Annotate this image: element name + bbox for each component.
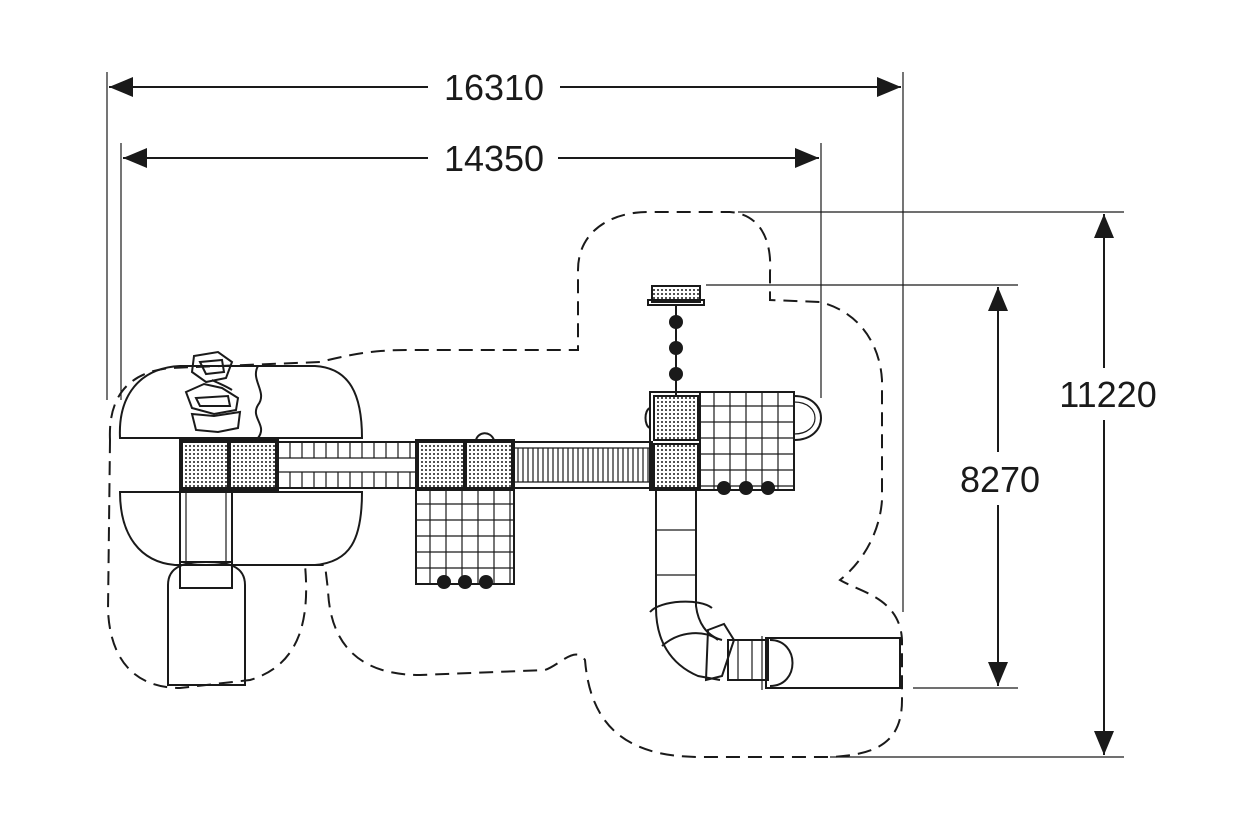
inner-depth-label: 8270 [960, 459, 1040, 500]
deck-tile [417, 441, 465, 489]
side-hoop [793, 395, 822, 441]
dimension-overall-depth: 11220 [738, 211, 1157, 758]
inner-width-label: 14350 [444, 138, 544, 179]
dimension-inner-width: 14350 [120, 138, 822, 400]
climbing-grid [699, 391, 795, 495]
step-dot [717, 481, 731, 495]
chain-ball [669, 315, 683, 329]
upper-rounded-roof [118, 365, 364, 439]
deck-tile [653, 395, 699, 441]
overall-depth-label: 11220 [1059, 374, 1156, 415]
tube-slide [649, 490, 901, 690]
dimension-inner-depth: 8270 [706, 284, 1040, 689]
step-dot [458, 575, 472, 589]
right-tower [644, 285, 901, 690]
plank-bridge [513, 441, 653, 489]
middle-tower [415, 432, 515, 589]
step-dot [761, 481, 775, 495]
dimension-overall-width: 16310 [106, 67, 904, 612]
ladder-bridge [277, 441, 417, 489]
step-dot [437, 575, 451, 589]
chain-ball [669, 367, 683, 381]
step-dot [739, 481, 753, 495]
wavy-wall [255, 365, 263, 439]
left-platform-group [118, 350, 364, 686]
deck-tile [229, 441, 277, 489]
deck-tile [181, 441, 229, 489]
top-panel [651, 285, 701, 303]
rock-climber-icon [184, 350, 242, 434]
chain-ball [669, 341, 683, 355]
cargo-net-climber [415, 489, 515, 589]
lower-rounded-roof [118, 491, 364, 566]
deck-tile [465, 441, 513, 489]
overall-width-label: 16310 [444, 67, 544, 108]
straight-slide [167, 490, 246, 686]
step-dot [479, 575, 493, 589]
deck-tile [653, 443, 699, 489]
